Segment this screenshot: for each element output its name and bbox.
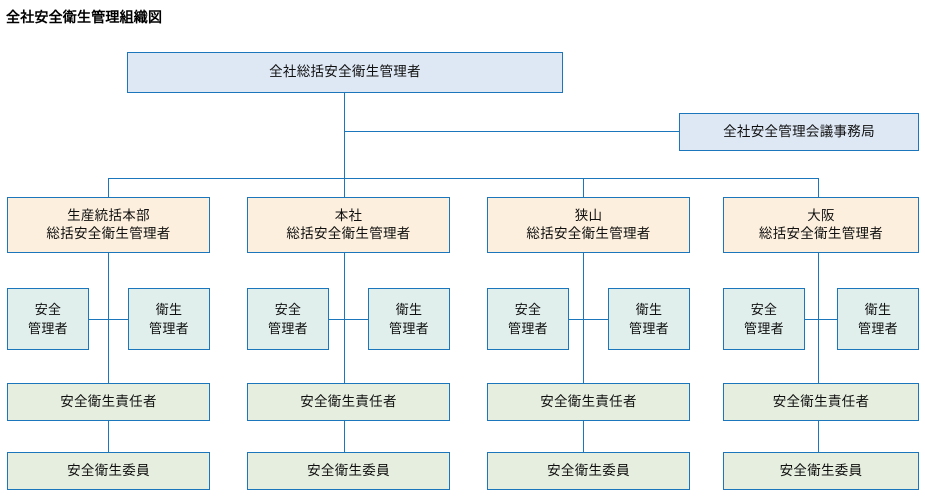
connector-col3-responsible-to-committee [583, 421, 585, 452]
division-1-label: 生産統括本部総括安全衛生管理者 [46, 207, 171, 241]
node-division-4[interactable]: 大阪総括安全衛生管理者 [723, 197, 919, 253]
node-safety-manager-3[interactable]: 安全管理者 [487, 288, 569, 350]
connector-drop-col3 [583, 178, 585, 197]
node-health-manager-2[interactable]: 衛生管理者 [368, 288, 450, 350]
safety-manager-1-label: 安全管理者 [28, 301, 68, 337]
division-4-label: 大阪総括安全衛生管理者 [758, 207, 884, 241]
connector-top-trunk [344, 93, 346, 178]
node-committee-4[interactable]: 安全衛生委員 [723, 452, 919, 490]
connector-col2-managers [329, 319, 368, 321]
safety-manager-4-label: 安全管理者 [744, 301, 784, 337]
page-title: 全社安全衛生管理組織図 [6, 9, 163, 25]
connector-top-to-secretariat [344, 131, 680, 133]
node-health-manager-3[interactable]: 衛生管理者 [608, 288, 690, 350]
connector-col3-division-to-row3 [583, 253, 585, 383]
node-committee-2[interactable]: 安全衛生委員 [247, 452, 450, 490]
division-2-label: 本社総括安全衛生管理者 [286, 207, 411, 241]
node-top-general-manager[interactable]: 全社総括安全衛生管理者 [127, 52, 563, 93]
health-manager-4-label: 衛生管理者 [858, 301, 898, 337]
health-manager-1-label: 衛生管理者 [149, 301, 189, 337]
connector-col1-responsible-to-committee [108, 421, 110, 452]
connector-col1-managers [89, 319, 128, 321]
connector-col1-division-to-row3 [108, 253, 110, 383]
node-division-3[interactable]: 狭山総括安全衛生管理者 [487, 197, 690, 253]
connector-drop-col2 [344, 178, 346, 197]
node-secretariat[interactable]: 全社安全管理会議事務局 [679, 113, 919, 151]
node-division-1[interactable]: 生産統括本部総括安全衛生管理者 [7, 197, 210, 253]
connector-col4-managers [805, 319, 837, 321]
safety-manager-3-label: 安全管理者 [508, 301, 548, 337]
node-health-manager-4[interactable]: 衛生管理者 [837, 288, 919, 350]
node-committee-3[interactable]: 安全衛生委員 [487, 452, 690, 490]
connector-division-bus [108, 178, 819, 180]
connector-col4-responsible-to-committee [818, 421, 820, 452]
node-health-manager-1[interactable]: 衛生管理者 [128, 288, 210, 350]
node-division-2[interactable]: 本社総括安全衛生管理者 [247, 197, 450, 253]
node-safety-manager-2[interactable]: 安全管理者 [247, 288, 329, 350]
connector-drop-col1 [108, 178, 110, 197]
health-manager-3-label: 衛生管理者 [629, 301, 669, 337]
node-responsible-2[interactable]: 安全衛生責任者 [247, 383, 450, 421]
node-responsible-3[interactable]: 安全衛生責任者 [487, 383, 690, 421]
connector-col4-division-to-row3 [818, 253, 820, 383]
node-responsible-4[interactable]: 安全衛生責任者 [723, 383, 919, 421]
connector-col2-division-to-row3 [344, 253, 346, 383]
health-manager-2-label: 衛生管理者 [389, 301, 429, 337]
node-safety-manager-4[interactable]: 安全管理者 [723, 288, 805, 350]
node-responsible-1[interactable]: 安全衛生責任者 [7, 383, 210, 421]
connector-col3-managers [569, 319, 608, 321]
division-3-label: 狭山総括安全衛生管理者 [526, 207, 651, 241]
connector-drop-col4 [818, 178, 820, 197]
node-safety-manager-1[interactable]: 安全管理者 [7, 288, 89, 350]
node-committee-1[interactable]: 安全衛生委員 [7, 452, 210, 490]
connector-col2-responsible-to-committee [344, 421, 346, 452]
safety-manager-2-label: 安全管理者 [268, 301, 308, 337]
